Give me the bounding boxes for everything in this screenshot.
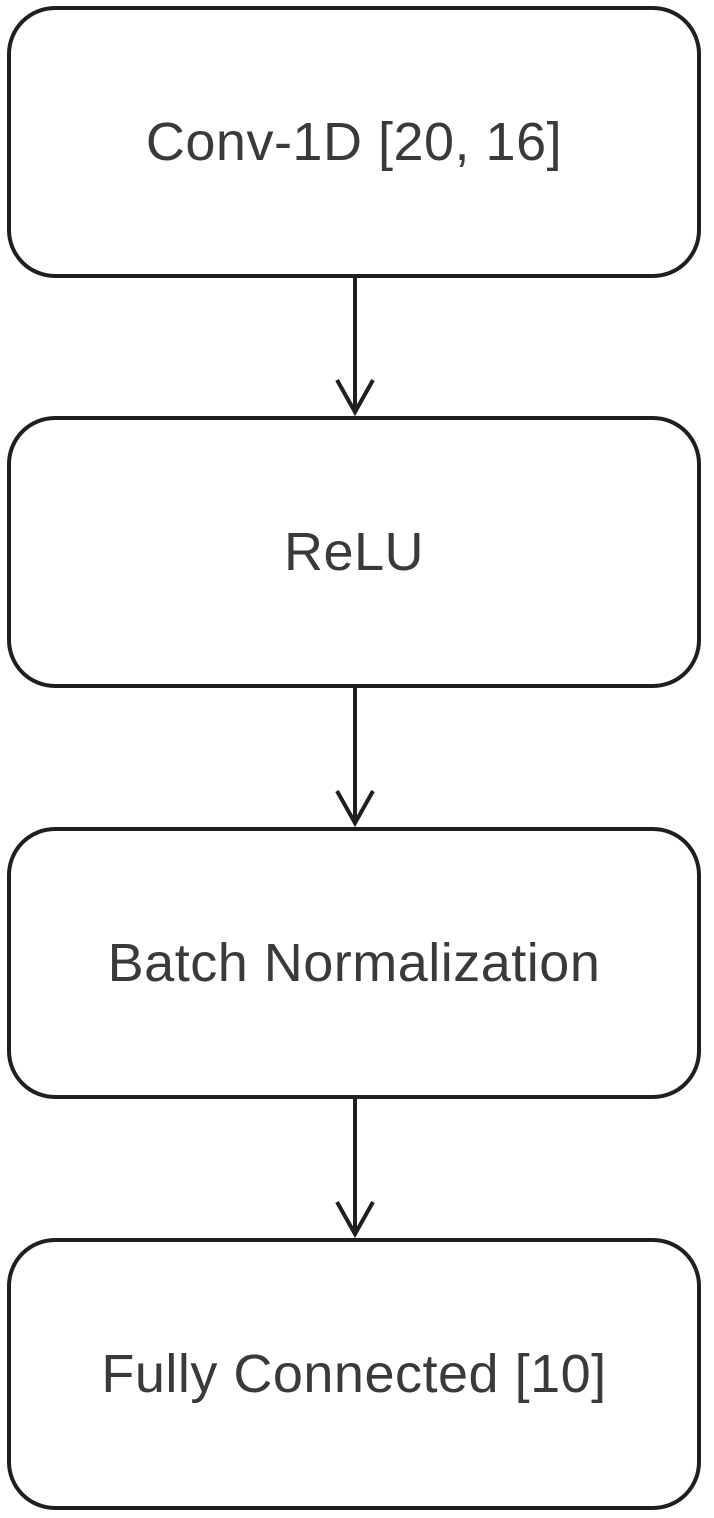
node-relu: ReLU	[7, 416, 701, 688]
arrowhead-icon	[335, 1201, 375, 1239]
node-conv1d: Conv-1D [20, 16]	[7, 6, 701, 278]
node-fully-connected: Fully Connected [10]	[7, 1238, 701, 1510]
node-label-relu: ReLU	[283, 522, 425, 582]
node-label-batch-normalization: Batch Normalization	[107, 933, 601, 993]
node-label-conv1d: Conv-1D [20, 16]	[145, 112, 563, 172]
node-batch-normalization: Batch Normalization	[7, 827, 701, 1099]
edge-batchnorm-to-fc	[335, 1099, 375, 1239]
node-label-fully-connected: Fully Connected [10]	[101, 1344, 607, 1404]
edge-conv-to-relu	[335, 278, 375, 417]
arrowhead-icon	[335, 790, 375, 828]
arrowhead-icon	[335, 379, 375, 417]
edge-relu-to-batchnorm	[335, 688, 375, 828]
